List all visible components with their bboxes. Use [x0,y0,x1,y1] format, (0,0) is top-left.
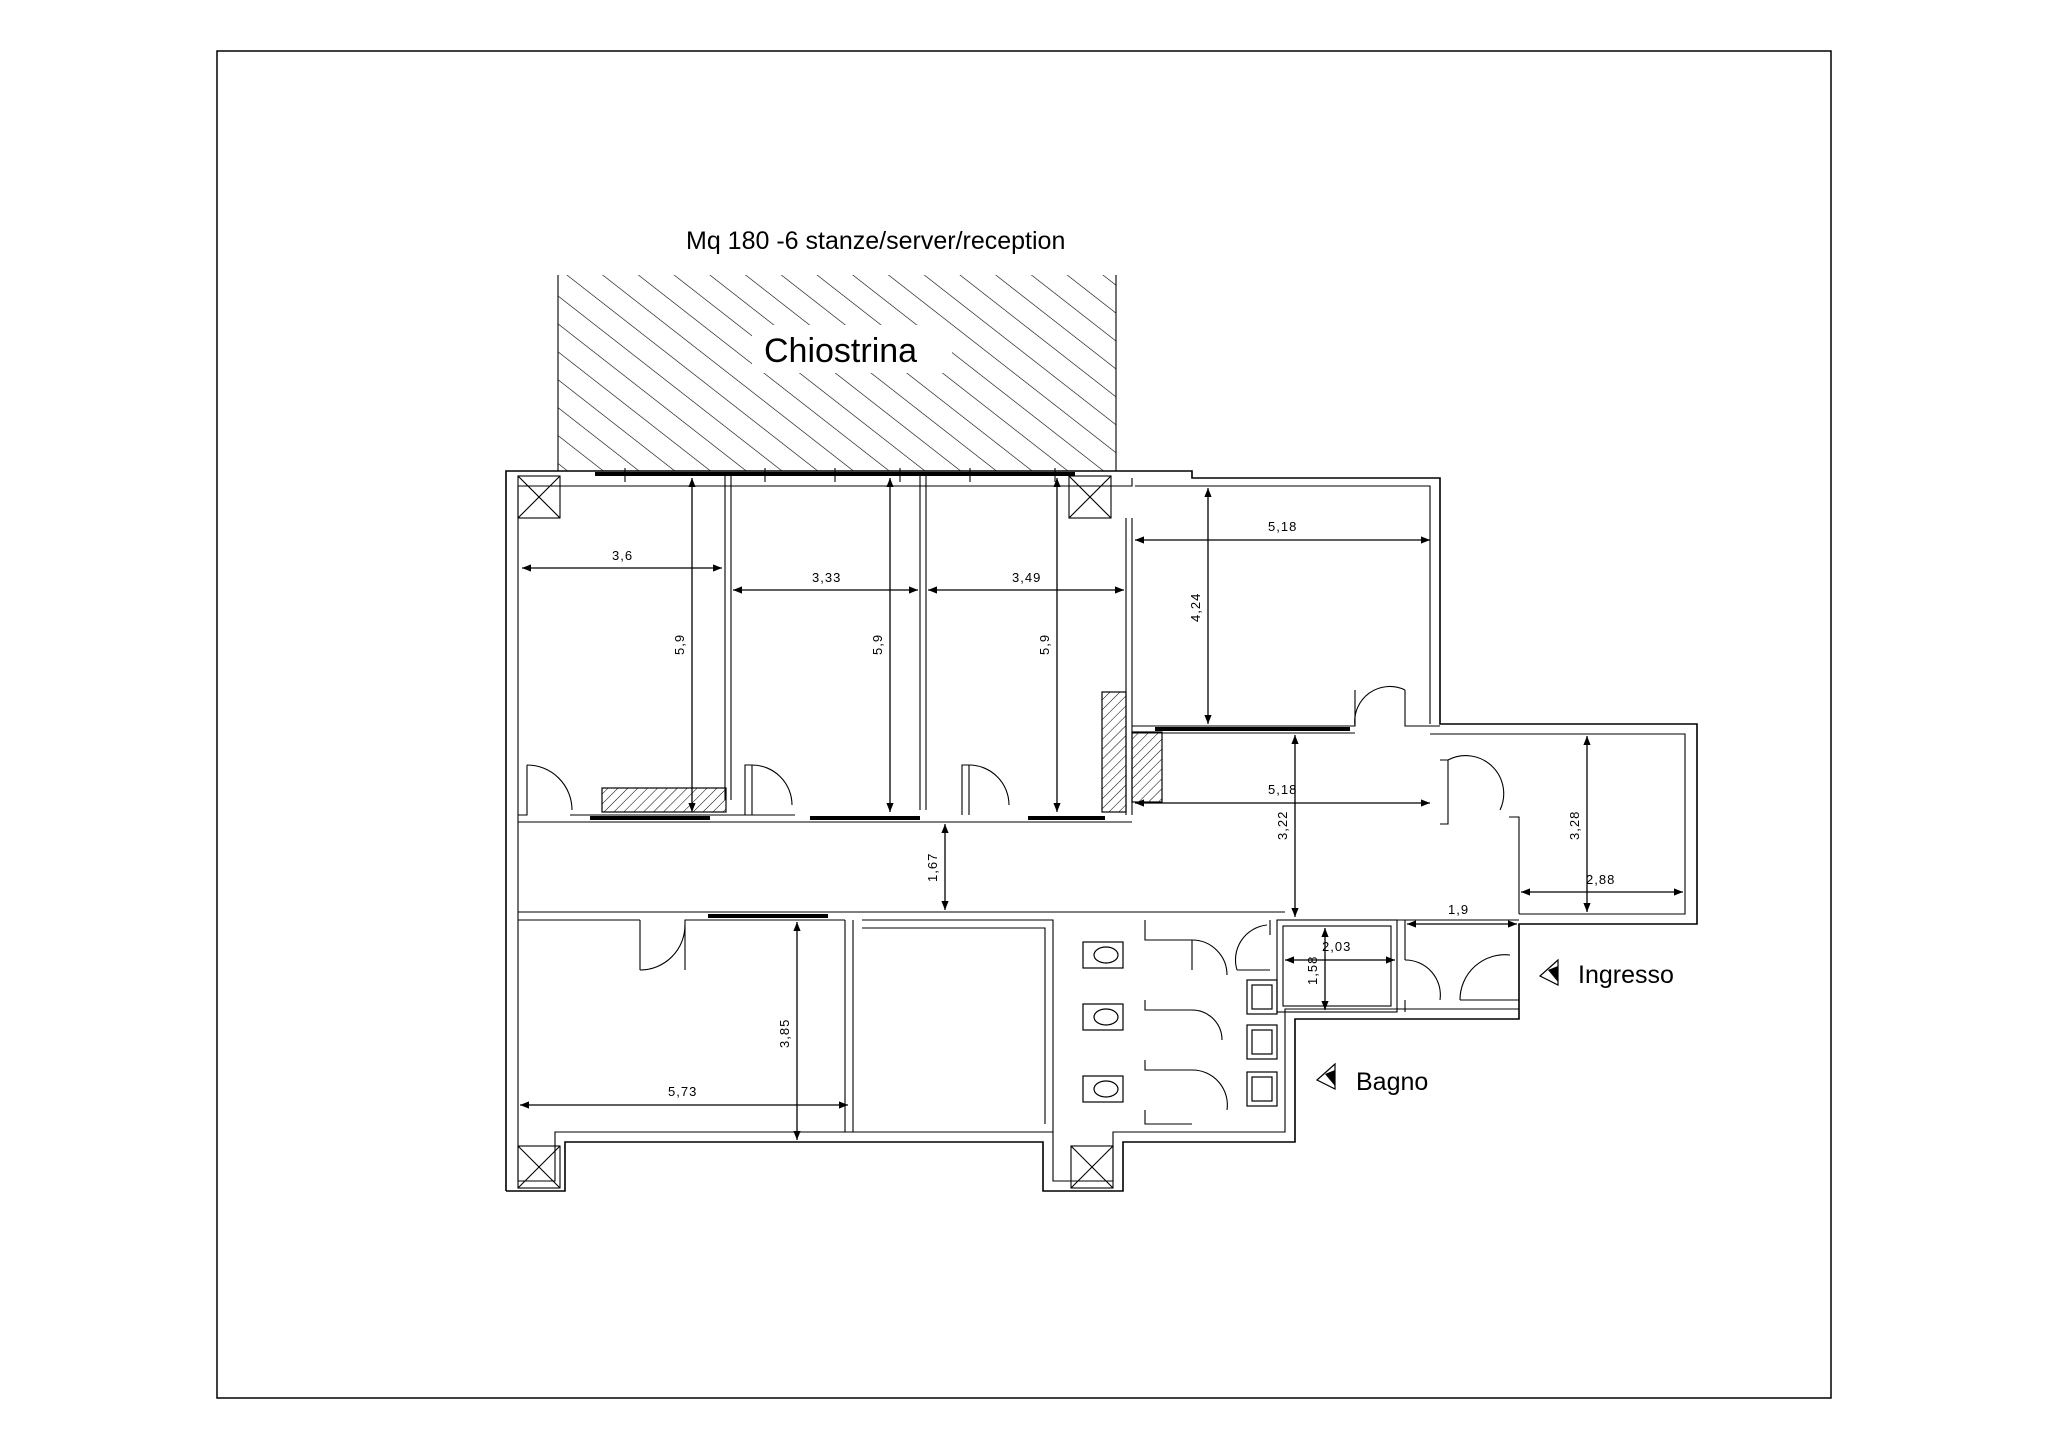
doors [526,685,1511,1111]
hatched-blocks [601,691,1163,813]
dim-server-depth: 1,58 [1305,956,1320,985]
drawing-frame [216,50,1832,1399]
dimension-labels: 3,6 5,9 3,33 5,9 3,49 5,9 5,18 4,24 5,18… [612,519,1615,1099]
plan-title: Mq 180 -6 stanze/server/reception [686,227,1065,255]
dim-server-width: 2,03 [1322,939,1351,954]
glazed-partitions [590,727,1350,918]
dim-room4-width: 5,18 [1268,519,1297,534]
dim-entry-width: 1,9 [1448,902,1469,917]
dim-room6-depth: 3,85 [777,1019,792,1048]
sink-icon [1246,1071,1278,1107]
direction-marker-icon [1538,958,1559,986]
dim-hall-width: 5,18 [1268,782,1297,797]
direction-marker-icon [1315,1062,1336,1090]
courtyard: Chiostrina [557,275,1117,471]
toilet-icon [1082,1003,1124,1031]
dim-room2-depth: 5,9 [870,634,885,655]
sink-icon [1246,1024,1278,1060]
entrance-marker: Ingresso [1538,958,1674,989]
toilet-icon [1082,941,1124,969]
entrance-label: Ingresso [1578,961,1674,989]
dim-reception-depth: 3,28 [1567,811,1582,840]
dim-room1-depth: 5,9 [672,634,687,655]
pillars [517,475,1114,1189]
bathroom-fixtures [1082,941,1278,1107]
bathroom-label: Bagno [1356,1068,1428,1096]
bathroom-marker: Bagno [1315,1062,1428,1096]
toilet-icon [1082,1075,1124,1103]
dim-corridor-width: 1,67 [925,853,940,882]
dim-room3-width: 3,49 [1012,570,1041,585]
partitions [518,474,1520,1132]
outer-walls [505,470,1698,1192]
sink-icon [1246,979,1278,1015]
dim-reception-width: 2,88 [1586,872,1615,887]
dim-room6-width: 5,73 [668,1084,697,1099]
dim-hall-depth: 3,22 [1275,811,1290,840]
dim-room2-width: 3,33 [812,570,841,585]
courtyard-label: Chiostrina [764,332,917,370]
dim-room1-width: 3,6 [612,548,633,563]
dimension-lines [520,478,1683,1140]
dim-room4-depth: 4,24 [1188,593,1203,622]
dim-room3-depth: 5,9 [1037,634,1052,655]
